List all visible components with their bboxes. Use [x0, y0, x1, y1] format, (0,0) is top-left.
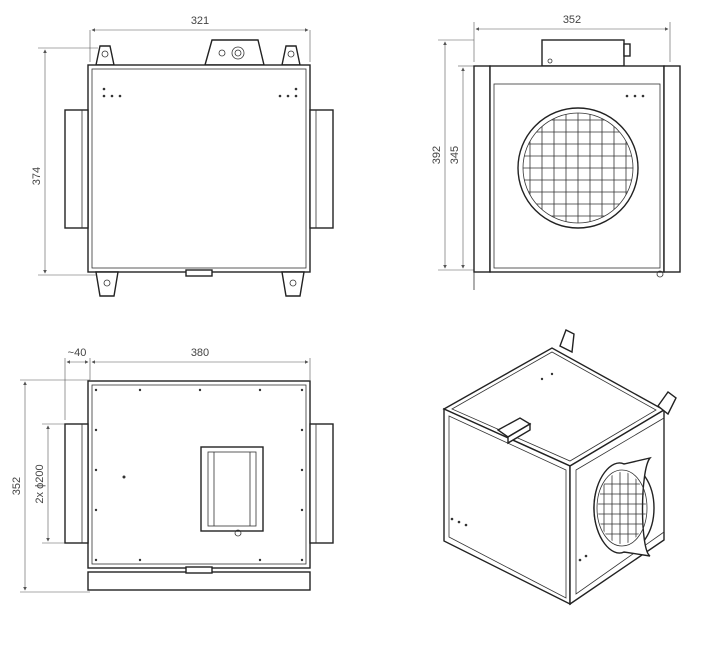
dim-height-label: 374	[31, 167, 43, 185]
dimension-height-inner: 345	[449, 65, 474, 269]
dim-width-label: 321	[191, 15, 209, 27]
dimension-height: 374	[31, 47, 98, 276]
terminal-box	[204, 39, 265, 66]
dimension-height-outer: 392	[431, 39, 474, 271]
dim-height-outer-label: 392	[431, 146, 443, 164]
spigot-left	[64, 109, 89, 229]
fan-grille	[517, 107, 639, 229]
mounting-tab	[281, 45, 301, 66]
dimension-width: 352	[473, 14, 671, 62]
terminal-box	[200, 446, 264, 537]
terminal-box	[541, 39, 625, 67]
side-view: 352 392 345	[431, 14, 681, 290]
dim-diameter-label: 2x ϕ200	[34, 464, 46, 503]
dimension-spigot: ~40	[64, 347, 91, 420]
dim-spigot-label: ~40	[68, 347, 87, 359]
mounting-tab	[95, 45, 115, 66]
mounting-tab	[281, 271, 305, 297]
front-view: ~40 380 352 2x ϕ200	[11, 347, 334, 593]
dimension-width: 321	[89, 15, 311, 62]
top-view: 321 374	[31, 15, 334, 297]
isometric-view	[442, 329, 677, 606]
dimension-diameter: 2x ϕ200	[34, 423, 65, 544]
spigot-right	[309, 109, 334, 229]
mounting-tab	[95, 271, 119, 297]
spigot-left	[64, 423, 89, 544]
housing	[87, 64, 311, 273]
dim-width-label: 380	[191, 347, 209, 359]
housing	[87, 380, 311, 569]
spigot-right	[309, 423, 334, 544]
dim-height-inner-label: 345	[449, 146, 461, 164]
dim-width-label: 352	[563, 14, 581, 26]
dimension-width: 380	[91, 347, 311, 380]
base-rail	[87, 571, 311, 591]
dimension-height: 352	[11, 379, 90, 593]
dim-height-label: 352	[11, 477, 23, 495]
fan-grille	[593, 456, 655, 557]
